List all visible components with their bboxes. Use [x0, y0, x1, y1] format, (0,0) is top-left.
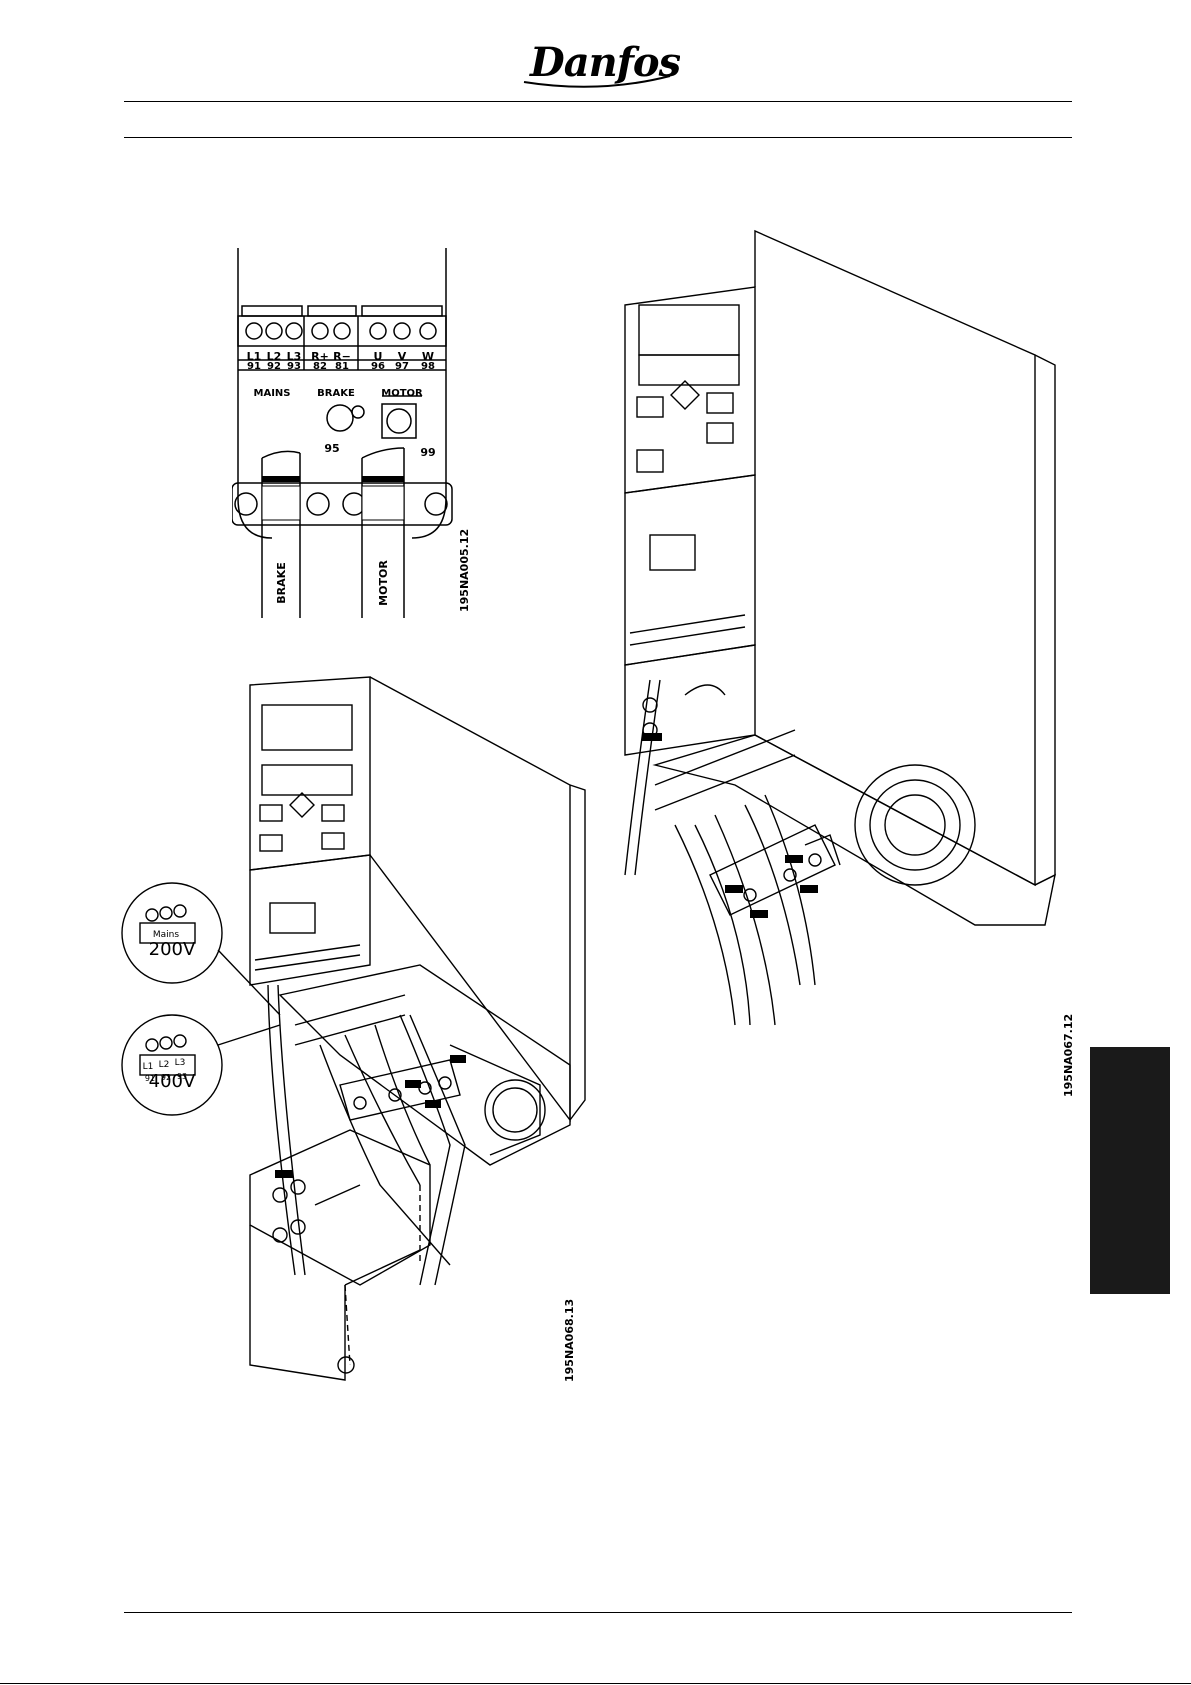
figure-code-left-unit: 195NA068.13 — [563, 1299, 576, 1382]
terminal-num-96: 96 — [371, 361, 385, 372]
right-drive-illustration — [615, 225, 1075, 1105]
group-label-motor: MOTOR — [381, 388, 423, 399]
callout-400v: 400V — [149, 1071, 196, 1092]
left-drive-svg: 200V 400V Mains L1 L2 L3 91 92 93 — [120, 665, 590, 1385]
terminal-num-92: 92 — [267, 361, 281, 372]
terminal-diagram-svg: L1 L2 L3 R+ R− U V W 91 92 93 82 81 96 9… — [232, 248, 462, 618]
terminal-num-98: 98 — [421, 361, 435, 372]
callout-l1: L1 — [143, 1062, 154, 1072]
group-label-mains: MAINS — [254, 388, 291, 399]
header-rule-bottom — [124, 137, 1072, 138]
callout-93: 93 — [177, 1072, 187, 1081]
terminal-num-97: 97 — [395, 361, 409, 372]
terminal-diagram: L1 L2 L3 R+ R− U V W 91 92 93 82 81 96 9… — [232, 248, 462, 618]
figure-code-terminal: 195NA005.12 — [458, 529, 471, 612]
callout-mains: Mains — [153, 930, 179, 940]
cable-label-brake: BRAKE — [275, 562, 288, 603]
figure-code-right-unit: 195NA067.12 — [1062, 1014, 1075, 1097]
logo-text: Danfoss — [529, 39, 680, 86]
header-rule-top — [124, 101, 1072, 102]
terminal-num-81: 81 — [335, 361, 349, 372]
group-label-brake: BRAKE — [317, 388, 355, 399]
danfoss-logo-mark: Danfoss — [520, 38, 680, 94]
earth-num-99: 99 — [420, 446, 435, 459]
callout-l2: L2 — [159, 1060, 170, 1070]
left-drive-illustration: 200V 400V Mains L1 L2 L3 91 92 93 — [120, 665, 590, 1385]
callout-91: 91 — [145, 1074, 155, 1083]
terminal-num-91: 91 — [247, 361, 261, 372]
earth-num-95: 95 — [324, 442, 339, 455]
danfoss-logo: Danfoss — [520, 38, 680, 94]
page-bottom-rule — [0, 1683, 1191, 1684]
terminal-num-82: 82 — [313, 361, 327, 372]
callout-l3: L3 — [175, 1058, 186, 1068]
callout-200v: 200V — [149, 939, 196, 960]
callout-92: 92 — [161, 1073, 171, 1082]
right-drive-svg — [615, 225, 1075, 1105]
section-side-tab — [1090, 1047, 1170, 1294]
terminal-num-93: 93 — [287, 361, 301, 372]
cable-label-motor: MOTOR — [377, 560, 390, 606]
footer-rule — [124, 1612, 1072, 1613]
